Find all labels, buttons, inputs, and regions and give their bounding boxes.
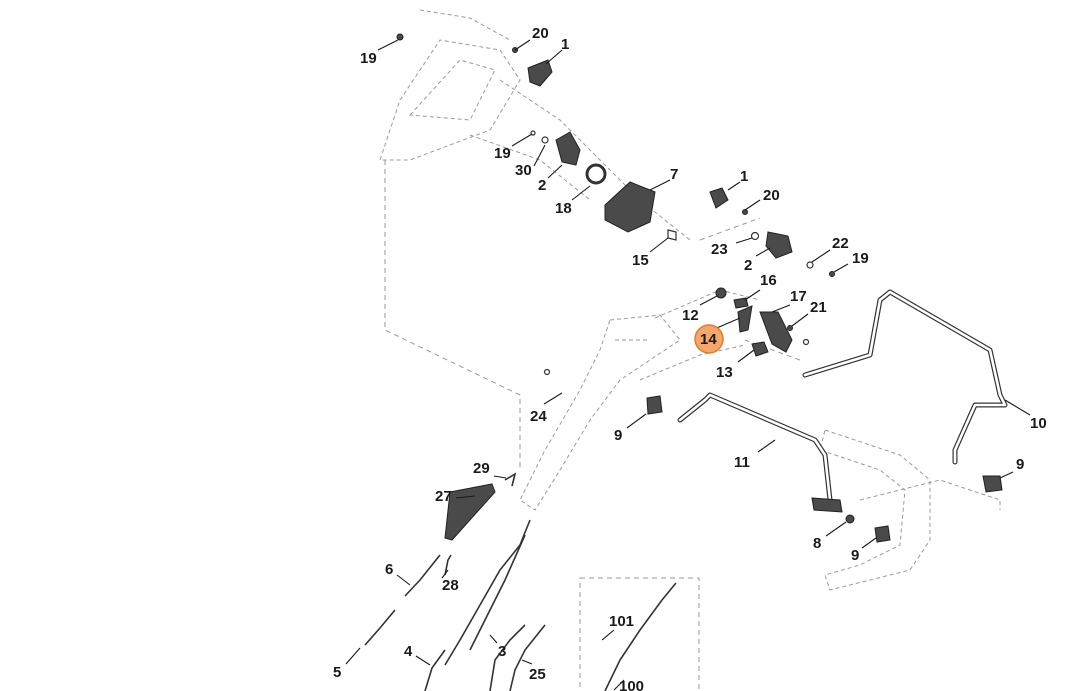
label-101[interactable]: 101 bbox=[609, 613, 634, 630]
label-12[interactable]: 12 bbox=[682, 307, 699, 324]
label-11[interactable]: 11 bbox=[734, 454, 750, 471]
label-22[interactable]: 22 bbox=[832, 235, 849, 252]
label-100[interactable]: 100 bbox=[619, 678, 644, 691]
label-4[interactable]: 4 bbox=[404, 643, 413, 660]
label-21[interactable]: 21 bbox=[810, 299, 827, 316]
part-labels: 19 20 1 19 30 2 18 7 1 20 23 2 22 19 15 … bbox=[333, 25, 1047, 691]
label-5[interactable]: 5 bbox=[333, 664, 341, 681]
cables bbox=[364, 519, 677, 691]
rod-11 bbox=[677, 392, 843, 513]
label-3[interactable]: 3 bbox=[498, 643, 506, 660]
highlight-circle bbox=[694, 324, 724, 354]
label-24[interactable]: 24 bbox=[530, 408, 547, 425]
label-9-right[interactable]: 9 bbox=[1016, 456, 1024, 473]
leader-lines bbox=[345, 39, 1031, 691]
label-30[interactable]: 30 bbox=[515, 162, 532, 179]
label-27[interactable]: 27 bbox=[435, 488, 452, 505]
label-2-left[interactable]: 2 bbox=[538, 177, 546, 194]
label-1-top[interactable]: 1 bbox=[561, 36, 569, 53]
label-28[interactable]: 28 bbox=[442, 577, 459, 594]
label-6[interactable]: 6 bbox=[385, 561, 393, 578]
label-1-right[interactable]: 1 bbox=[740, 168, 748, 185]
label-19-mid[interactable]: 19 bbox=[494, 145, 511, 162]
label-20-top[interactable]: 20 bbox=[532, 25, 549, 42]
label-9-bottom[interactable]: 9 bbox=[851, 547, 859, 564]
label-23[interactable]: 23 bbox=[711, 241, 728, 258]
inset-box bbox=[579, 577, 700, 691]
label-17[interactable]: 17 bbox=[790, 288, 807, 305]
label-19-top-left[interactable]: 19 bbox=[360, 50, 377, 67]
label-29[interactable]: 29 bbox=[473, 460, 490, 477]
label-7[interactable]: 7 bbox=[670, 166, 678, 183]
handle-rod-10 bbox=[802, 289, 1008, 465]
label-2-right[interactable]: 2 bbox=[744, 257, 752, 274]
label-18[interactable]: 18 bbox=[555, 200, 572, 217]
label-15[interactable]: 15 bbox=[632, 252, 649, 269]
label-20-right[interactable]: 20 bbox=[763, 187, 780, 204]
label-9-left[interactable]: 9 bbox=[614, 427, 622, 444]
label-16[interactable]: 16 bbox=[760, 272, 777, 289]
label-25[interactable]: 25 bbox=[529, 666, 546, 683]
label-13[interactable]: 13 bbox=[716, 364, 733, 381]
label-14-highlighted[interactable]: 14 bbox=[700, 331, 717, 348]
label-10[interactable]: 10 bbox=[1030, 415, 1047, 432]
label-19-right[interactable]: 19 bbox=[852, 250, 869, 267]
label-8[interactable]: 8 bbox=[813, 535, 821, 552]
